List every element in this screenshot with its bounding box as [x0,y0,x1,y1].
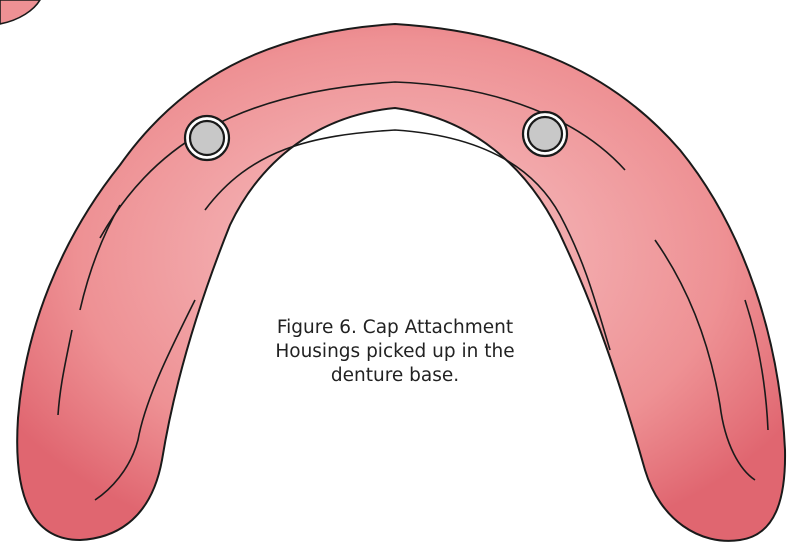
right-housing [523,112,567,156]
caption-line-3: denture base. [230,364,560,388]
caption-line-2: Housings picked up in the [230,340,560,364]
left-housing [185,116,229,160]
figure-caption: Figure 6. Cap Attachment Housings picked… [230,316,560,388]
corner-fragment [0,0,40,24]
caption-line-1: Figure 6. Cap Attachment [230,316,560,340]
denture-base [17,24,785,541]
